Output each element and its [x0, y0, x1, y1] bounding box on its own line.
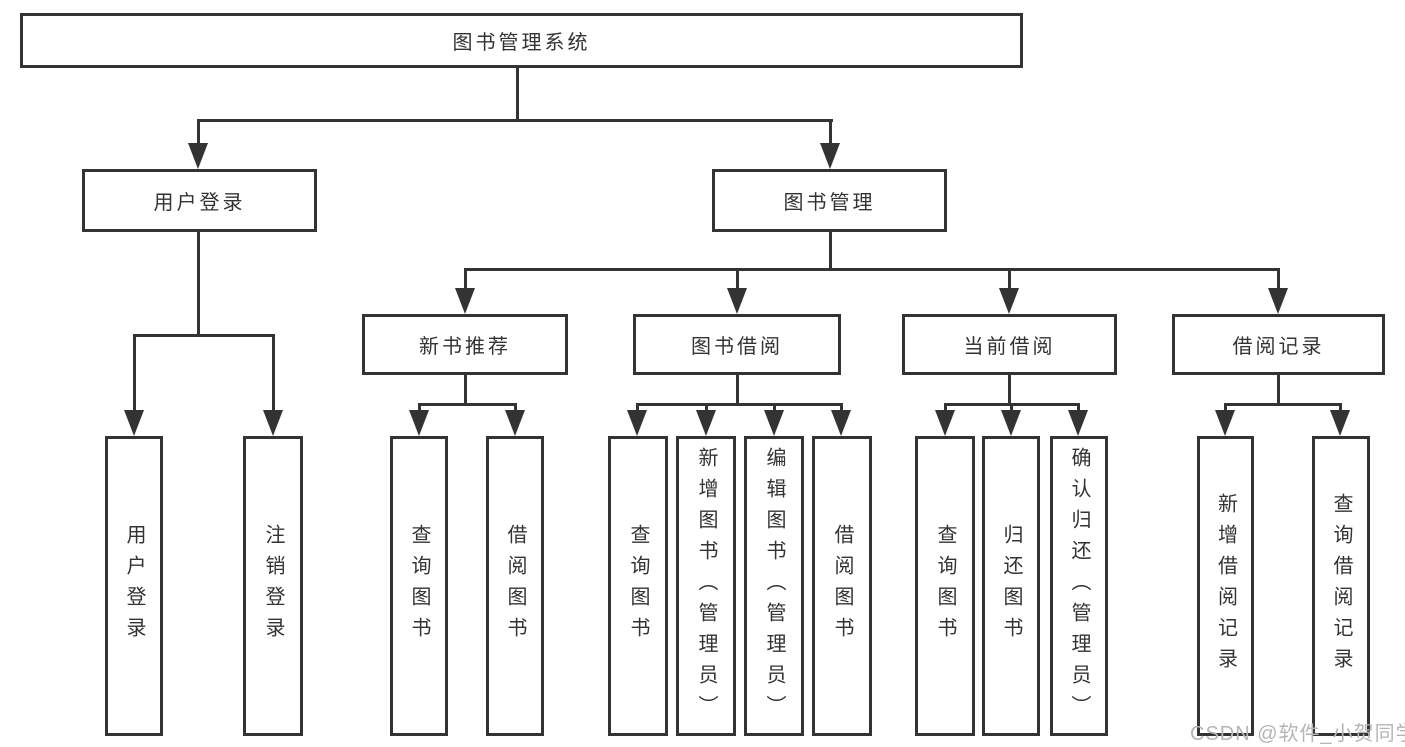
arrow-down-icon [764, 410, 784, 436]
leaf-edit-book-admin: 编辑图书（管理员） [744, 436, 804, 736]
connector-book-borrow-bar [636, 403, 842, 406]
connector-book-mgmt-stem [829, 119, 832, 147]
arrow-down-icon [505, 410, 525, 436]
leaf-add-book-admin: 新增图书（管理员） [676, 436, 736, 736]
leaf-query-book: 查询图书 [390, 436, 448, 736]
connector-stem [1010, 403, 1013, 415]
leaf-borrow-book: 借阅图书 [812, 436, 872, 736]
node-book-borrow: 图书借阅 [633, 314, 841, 375]
connector-stem [1224, 403, 1227, 415]
arrow-down-icon [455, 288, 475, 314]
connector-stem [705, 403, 708, 415]
leaf-user-login: 用户登录 [105, 436, 163, 736]
connector-borrow-record-bar [1224, 403, 1342, 406]
connector-stem [1277, 268, 1280, 292]
connector-book-borrow-drop [736, 373, 739, 406]
node-user-login: 用户登录 [82, 169, 317, 232]
arrow-down-icon [1001, 410, 1021, 436]
leaf-query-borrow-record: 查询借阅记录 [1312, 436, 1370, 736]
arrow-down-icon [696, 410, 716, 436]
arrow-down-icon [409, 410, 429, 436]
arrow-down-icon [999, 288, 1019, 314]
arrow-down-icon [831, 410, 851, 436]
connector-level3-bar [464, 268, 1280, 271]
leaf-query-book: 查询图书 [608, 436, 668, 736]
arrow-down-icon [820, 143, 840, 169]
leaf-logout: 注销登录 [243, 436, 303, 736]
arrow-down-icon [1068, 410, 1088, 436]
connector-stem [944, 403, 947, 415]
node-borrow-record: 借阅记录 [1172, 314, 1385, 375]
leaf-borrow-book: 借阅图书 [486, 436, 544, 736]
arrow-down-icon [1330, 410, 1350, 436]
connector-book-mgmt-drop [829, 231, 832, 271]
arrow-down-icon [935, 410, 955, 436]
connector-borrow-record-drop [1277, 373, 1280, 406]
arrow-down-icon [124, 410, 144, 436]
connector-stem [1008, 268, 1011, 292]
connector-stem [1339, 403, 1342, 415]
connector-stem [773, 403, 776, 415]
arrow-down-icon [1268, 288, 1288, 314]
node-current-borrow: 当前借阅 [902, 314, 1117, 375]
connector-user-login-drop [197, 231, 200, 337]
leaf-add-borrow-record: 新增借阅记录 [1197, 436, 1254, 736]
connector-user-login-bar [133, 334, 275, 337]
connector-new-book-drop [464, 373, 467, 406]
connector-level2-bar [197, 119, 833, 122]
arrow-down-icon [188, 143, 208, 169]
node-root-system: 图书管理系统 [20, 13, 1023, 68]
arrow-down-icon [627, 410, 647, 436]
connector-stem [272, 334, 275, 414]
connector-stem [514, 403, 517, 415]
connector-stem [133, 334, 136, 414]
connector-root-drop [516, 66, 519, 122]
connector-stem [636, 403, 639, 415]
connector-current-borrow-drop [1008, 373, 1011, 406]
arrow-down-icon [727, 288, 747, 314]
connector-stem [736, 268, 739, 292]
leaf-return-book: 归还图书 [982, 436, 1040, 736]
node-book-management: 图书管理 [712, 169, 947, 232]
node-new-book-recommend: 新书推荐 [362, 314, 568, 375]
connector-stem [418, 403, 421, 415]
connector-new-book-bar [418, 403, 517, 406]
csdn-watermark: CSDN @软件_小贺同学 [1190, 723, 1405, 745]
leaf-confirm-return-admin: 确认归还（管理员） [1050, 436, 1108, 736]
connector-stem [464, 268, 467, 292]
connector-user-login-stem [197, 119, 200, 147]
arrow-down-icon [263, 410, 283, 436]
arrow-down-icon [1215, 410, 1235, 436]
leaf-query-book: 查询图书 [915, 436, 975, 736]
connector-stem [840, 403, 843, 415]
connector-stem [1077, 403, 1080, 415]
